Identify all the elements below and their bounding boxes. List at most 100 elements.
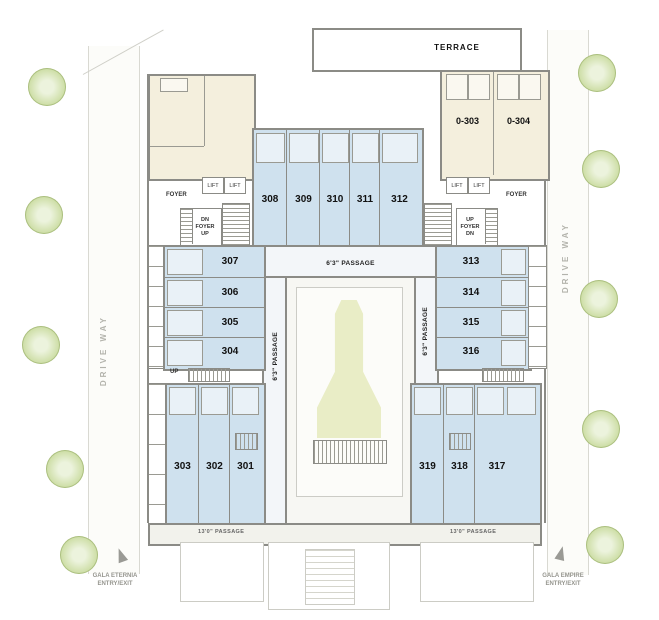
room-label-309: 309 bbox=[295, 194, 312, 205]
room-302: 302 bbox=[198, 385, 230, 525]
foyer-label: FOYER bbox=[460, 223, 480, 230]
passage-bottom-left-label: 13'0" PASSAGE bbox=[198, 529, 245, 535]
bath-box bbox=[497, 74, 519, 100]
bath-box bbox=[289, 133, 319, 163]
stairs-left: DN FOYER UP bbox=[180, 208, 222, 248]
block-rooms-301-303: 303 302 301 bbox=[165, 383, 266, 527]
bath-box bbox=[256, 133, 285, 163]
lift-label: LIFT bbox=[229, 182, 241, 189]
tree bbox=[586, 526, 624, 564]
room-label-304: 304 bbox=[221, 346, 239, 357]
entry-left-line2: ENTRY/EXIT bbox=[97, 580, 133, 587]
tree bbox=[22, 326, 60, 364]
driveway-right-label: DRIVE WAY bbox=[561, 222, 570, 294]
bath-box bbox=[167, 249, 203, 275]
lift-label: LIFT bbox=[451, 182, 463, 189]
stairs-left-labels: DN FOYER UP bbox=[192, 209, 218, 244]
utility-column-left bbox=[148, 245, 167, 369]
lift-box: LIFT bbox=[446, 177, 468, 194]
terrace: TERRACE bbox=[312, 28, 522, 72]
canopy-right bbox=[420, 542, 534, 602]
stair-treads bbox=[485, 209, 497, 244]
room-319: 319 bbox=[412, 385, 443, 525]
room-label-305: 305 bbox=[221, 317, 239, 328]
bath-box bbox=[501, 249, 526, 275]
room-label-307: 307 bbox=[221, 256, 239, 267]
up-label: UP bbox=[466, 216, 474, 223]
block-rooms-313-316: 313 314 315 316 bbox=[435, 245, 532, 371]
bath-box bbox=[446, 387, 473, 415]
bath-box bbox=[414, 387, 441, 415]
partition-line bbox=[150, 146, 204, 147]
room-310: 310 bbox=[319, 130, 350, 247]
unit-top-right: 0-303 0-304 bbox=[440, 70, 550, 181]
room-label-0-303: 0-303 bbox=[455, 116, 480, 126]
room-318: 318 bbox=[443, 385, 475, 525]
bath-box bbox=[160, 78, 188, 92]
foyer-right-label: FOYER bbox=[506, 192, 527, 198]
room-301: 301 bbox=[229, 385, 261, 525]
stairs-shaft-right bbox=[424, 203, 452, 251]
passage-left-label: 6'3" PASSAGE bbox=[272, 332, 279, 381]
terrace-label: TERRACE bbox=[434, 43, 480, 52]
lift-box: LIFT bbox=[202, 177, 224, 194]
tree bbox=[578, 54, 616, 92]
driveway-left-label: DRIVE WAY bbox=[99, 315, 108, 387]
driveway-left bbox=[88, 46, 140, 574]
room-label-318: 318 bbox=[451, 461, 468, 472]
entry-right-line1: GALA EMPIRE bbox=[542, 573, 584, 579]
up-label: UP bbox=[170, 369, 179, 375]
room-label-311: 311 bbox=[356, 194, 374, 205]
dn-label: DN bbox=[466, 230, 474, 237]
lift-label: LIFT bbox=[473, 182, 485, 189]
room-label-312: 312 bbox=[391, 194, 408, 205]
stairs-up-left bbox=[188, 368, 230, 382]
lift-box: LIFT bbox=[468, 177, 490, 194]
bath-box bbox=[501, 340, 526, 366]
lift-label: LIFT bbox=[207, 182, 219, 189]
room-305: 305 bbox=[165, 307, 264, 338]
room-label-315: 315 bbox=[462, 317, 480, 328]
tree bbox=[582, 150, 620, 188]
entrance-steps bbox=[305, 549, 355, 605]
stairs-right-labels: UP FOYER DN bbox=[457, 209, 483, 244]
entry-right-label: GALA EMPIRE ENTRY/EXIT bbox=[528, 573, 598, 589]
stairs-shaft-left bbox=[222, 203, 250, 251]
unit-top-left bbox=[148, 74, 256, 181]
room-304: 304 bbox=[165, 337, 264, 366]
room-label-310: 310 bbox=[326, 194, 344, 205]
room-314: 314 bbox=[437, 277, 530, 308]
entry-left-line1: GALA ETERNIA bbox=[92, 573, 138, 579]
room-label-319: 319 bbox=[419, 461, 436, 472]
stair-treads bbox=[449, 433, 471, 450]
passage-middle-label: 6'3" PASSAGE bbox=[326, 260, 375, 267]
foyer-label: FOYER bbox=[195, 223, 215, 230]
bath-box bbox=[167, 340, 203, 366]
bath-box bbox=[322, 133, 349, 163]
dn-label: DN bbox=[201, 216, 209, 223]
tree bbox=[582, 410, 620, 448]
room-label-306: 306 bbox=[221, 287, 239, 298]
room-315: 315 bbox=[437, 307, 530, 338]
partition-line bbox=[204, 76, 205, 146]
bath-box bbox=[382, 133, 418, 163]
room-303: 303 bbox=[167, 385, 198, 525]
bath-box bbox=[167, 280, 203, 306]
utility-column-right bbox=[528, 245, 547, 369]
partition-line bbox=[493, 72, 494, 175]
room-label-308: 308 bbox=[261, 194, 279, 205]
bath-box bbox=[501, 310, 526, 336]
room-313: 313 bbox=[437, 247, 530, 277]
bath-box bbox=[519, 74, 541, 100]
room-311: 311 bbox=[349, 130, 380, 247]
stairs-right: UP FOYER DN bbox=[456, 208, 498, 248]
bath-box bbox=[232, 387, 259, 415]
tree bbox=[46, 450, 84, 488]
bath-box bbox=[167, 310, 203, 336]
room-label-302: 302 bbox=[206, 461, 223, 472]
room-317: 317 bbox=[474, 385, 537, 525]
room-309: 309 bbox=[286, 130, 320, 247]
passage-bottom-right-label: 13'0" PASSAGE bbox=[450, 529, 497, 535]
block-rooms-304-307: 307 306 305 304 bbox=[163, 245, 266, 371]
bath-box bbox=[501, 280, 526, 306]
